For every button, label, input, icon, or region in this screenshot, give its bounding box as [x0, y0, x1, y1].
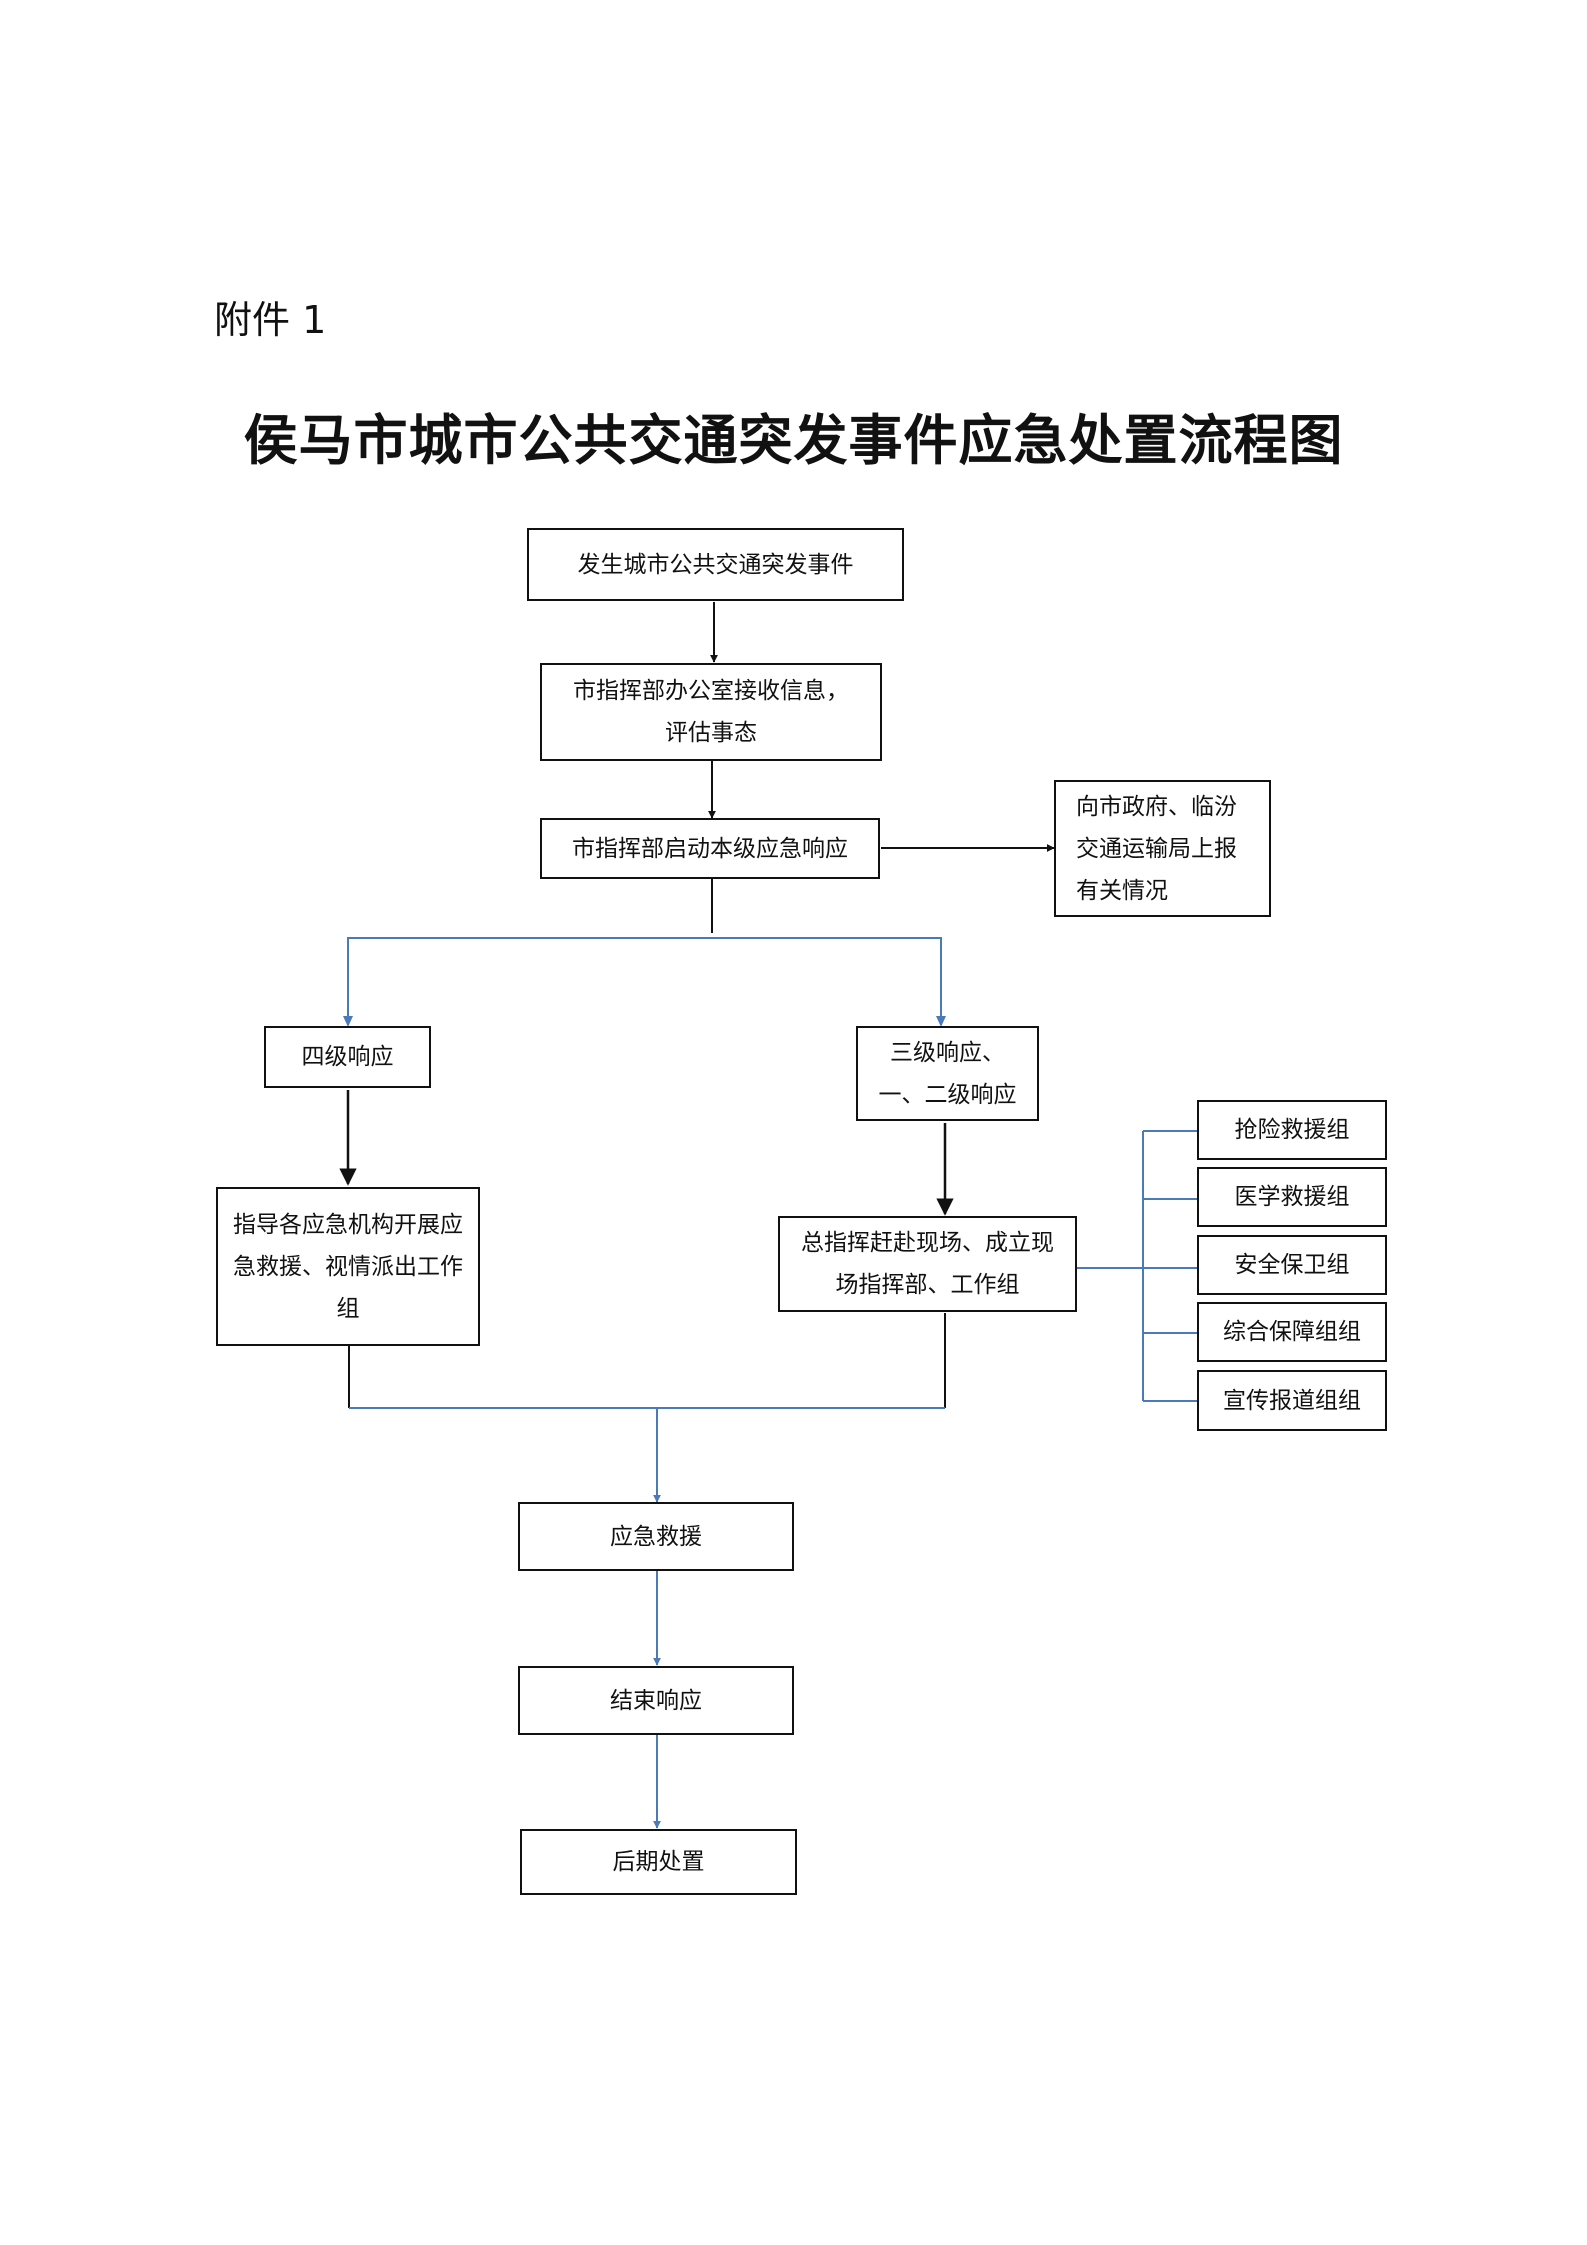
report-upward-text: 向市政府、临汾交通运输局上报有关情况 [1076, 793, 1237, 904]
incident-box: 发生城市公共交通突发事件 [527, 528, 904, 601]
report-upward-box: 向市政府、临汾交通运输局上报有关情况 [1054, 780, 1271, 917]
guide-agencies-text: 指导各应急机构开展应急救援、视情派出工作组 [233, 1211, 463, 1322]
commander-on-site-box: 总指挥赶赴现场、成立现场指挥部、工作组 [778, 1216, 1077, 1312]
commander-on-site-text: 总指挥赶赴现场、成立现场指挥部、工作组 [801, 1230, 1054, 1298]
guide-agencies-box: 指导各应急机构开展应急救援、视情派出工作组 [216, 1187, 480, 1346]
group-rescue-text: 抢险救援组 [1234, 1117, 1350, 1143]
receive-info-box: 市指挥部办公室接收信息，评估事态 [540, 663, 882, 761]
group-box-support: 综合保障组组 [1197, 1302, 1387, 1362]
group-box-publicity: 宣传报道组组 [1197, 1370, 1387, 1431]
annex-label: 附件 1 [214, 298, 327, 342]
split-arrow-right [936, 1016, 946, 1027]
activate-response-text: 市指挥部启动本级应急响应 [572, 835, 848, 862]
split-arrow-left [343, 1016, 353, 1027]
group-security-text: 安全保卫组 [1234, 1252, 1350, 1278]
group-box-security: 安全保卫组 [1197, 1235, 1387, 1295]
end-response-box: 结束响应 [518, 1666, 794, 1735]
group-support-text: 综合保障组组 [1223, 1319, 1361, 1345]
end-response-text: 结束响应 [610, 1687, 702, 1714]
activate-response-box: 市指挥部启动本级应急响应 [540, 818, 880, 879]
aftermath-text: 后期处置 [612, 1849, 705, 1875]
level-four-box: 四级响应 [264, 1026, 431, 1088]
level-three-two-one-box: 三级响应、一、二级响应 [856, 1026, 1039, 1121]
group-box-medical: 医学救援组 [1197, 1167, 1387, 1227]
emergency-rescue-box: 应急救援 [518, 1502, 794, 1571]
level-four-text: 四级响应 [301, 1044, 394, 1070]
group-medical-text: 医学救援组 [1234, 1184, 1350, 1210]
aftermath-box: 后期处置 [520, 1829, 797, 1895]
group-publicity-text: 宣传报道组组 [1223, 1387, 1361, 1414]
level-three-two-one-text: 三级响应、一、二级响应 [878, 1039, 1017, 1108]
emergency-rescue-text: 应急救援 [610, 1523, 702, 1550]
connector-split-to-levels [347, 937, 942, 1025]
page-title: 侯马市城市公共交通突发事件应急处置流程图 [243, 408, 1344, 472]
incident-text: 发生城市公共交通突发事件 [577, 551, 854, 578]
receive-info-text: 市指挥部办公室接收信息，评估事态 [573, 678, 849, 746]
group-box-rescue: 抢险救援组 [1197, 1100, 1387, 1160]
